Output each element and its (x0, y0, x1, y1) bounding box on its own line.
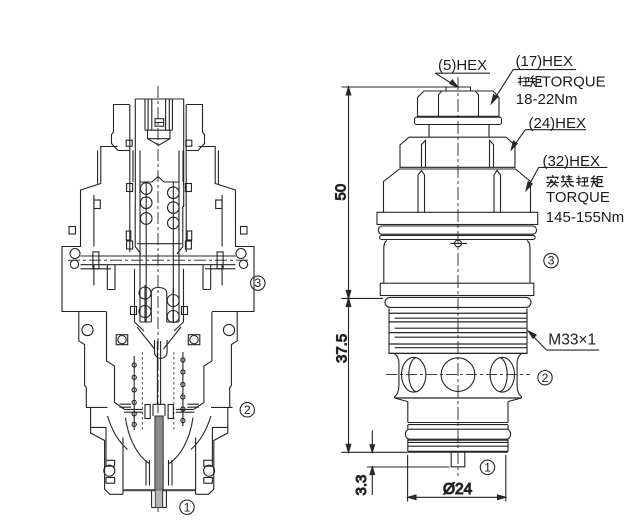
svg-text:18-22Nm: 18-22Nm (516, 91, 578, 108)
svg-text:1: 1 (484, 460, 491, 474)
svg-text:145-155Nm: 145-155Nm (546, 209, 624, 226)
svg-text:3: 3 (254, 276, 261, 290)
svg-text:3.3: 3.3 (353, 475, 370, 496)
svg-text:1: 1 (184, 500, 191, 514)
svg-text:(32)HEX: (32)HEX (543, 153, 601, 170)
svg-text:M33×1: M33×1 (548, 332, 596, 349)
svg-text:50: 50 (333, 184, 350, 201)
svg-text:Ø24: Ø24 (443, 481, 473, 498)
svg-text:3: 3 (548, 254, 555, 268)
svg-text:(24)HEX: (24)HEX (529, 115, 587, 132)
svg-text:(17)HEX: (17)HEX (516, 53, 574, 70)
svg-text:TORQUE: TORQUE (546, 189, 610, 206)
svg-text:TORQUE: TORQUE (542, 73, 606, 90)
svg-text:37.5: 37.5 (334, 334, 351, 363)
svg-text:(5)HEX: (5)HEX (438, 57, 487, 74)
svg-text:2: 2 (542, 371, 549, 385)
svg-text:2: 2 (244, 403, 251, 417)
